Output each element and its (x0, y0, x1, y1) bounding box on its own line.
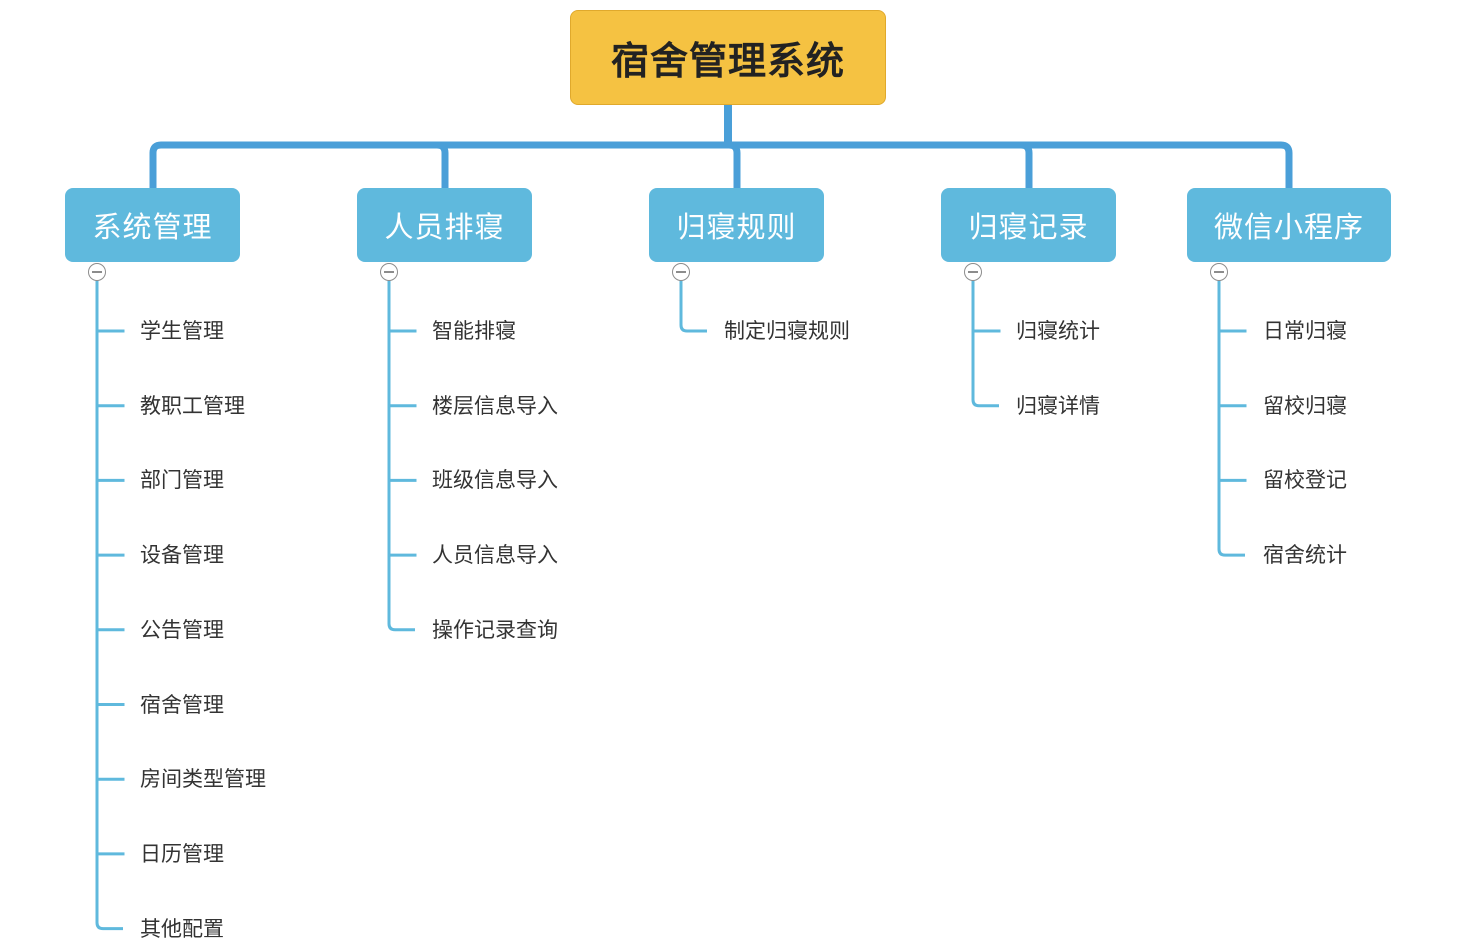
branch-label: 归寝规则 (676, 210, 797, 244)
collapse-minus-icon[interactable] (672, 263, 690, 281)
leaf-spine-line (1217, 281, 1245, 557)
branch-node-wechat-miniprogram[interactable]: 微信小程序 (1187, 188, 1391, 262)
branch-label: 人员排寝 (384, 210, 505, 244)
leaf-node[interactable]: 楼层信息导入 (432, 393, 558, 418)
leaf-node[interactable]: 人员信息导入 (432, 543, 558, 568)
leaf-node[interactable]: 日常归寝 (1263, 319, 1347, 343)
collapse-minus-icon[interactable] (964, 263, 982, 281)
branch-node-staff-assignment[interactable]: 人员排寝 (357, 188, 532, 262)
leaf-node[interactable]: 留校归寝 (1263, 393, 1347, 418)
trunk-drop-line (1020, 141, 1033, 188)
collapse-minus-icon[interactable] (88, 263, 106, 281)
leaf-node[interactable]: 宿舍统计 (1263, 543, 1347, 568)
leaf-node[interactable]: 留校登记 (1263, 468, 1347, 493)
leaf-node[interactable]: 设备管理 (140, 543, 224, 568)
trunk-drop-line (728, 141, 741, 188)
leaf-spine-line (387, 281, 415, 632)
branch-label: 微信小程序 (1213, 210, 1364, 244)
leaf-node[interactable]: 其他配置 (140, 916, 224, 941)
leaf-spine-line (95, 281, 123, 931)
leaf-node[interactable]: 部门管理 (140, 468, 224, 493)
leaf-node[interactable]: 智能排寝 (432, 319, 516, 343)
branch-node-system-management[interactable]: 系统管理 (65, 188, 240, 262)
trunk-drop-line (436, 141, 449, 188)
leaf-node[interactable]: 房间类型管理 (140, 767, 266, 792)
leaf-node[interactable]: 宿舍管理 (140, 692, 224, 717)
leaf-node[interactable]: 公告管理 (140, 617, 224, 642)
leaf-node[interactable]: 日历管理 (140, 841, 224, 866)
root-node: 宿舍管理系统 (570, 10, 886, 105)
branch-label: 归寝记录 (968, 210, 1089, 244)
root-label: 宿舍管理系统 (610, 39, 845, 83)
trunk-bus-line (149, 141, 1293, 188)
leaf-node[interactable]: 归寝统计 (1016, 319, 1100, 343)
leaf-node[interactable]: 制定归寝规则 (724, 319, 850, 343)
leaf-node[interactable]: 操作记录查询 (432, 617, 558, 642)
leaf-node[interactable]: 教职工管理 (140, 393, 245, 418)
leaf-node[interactable]: 归寝详情 (1016, 393, 1100, 418)
leaf-node[interactable]: 学生管理 (140, 319, 224, 343)
collapse-minus-icon[interactable] (1210, 263, 1228, 281)
leaf-spine-line (971, 281, 999, 408)
branch-node-return-rules[interactable]: 归寝规则 (649, 188, 824, 262)
leaf-spine-line (679, 281, 707, 333)
leaf-node[interactable]: 班级信息导入 (432, 468, 558, 493)
collapse-minus-icon[interactable] (380, 263, 398, 281)
branch-node-return-records[interactable]: 归寝记录 (941, 188, 1116, 262)
branch-label: 系统管理 (92, 210, 213, 244)
